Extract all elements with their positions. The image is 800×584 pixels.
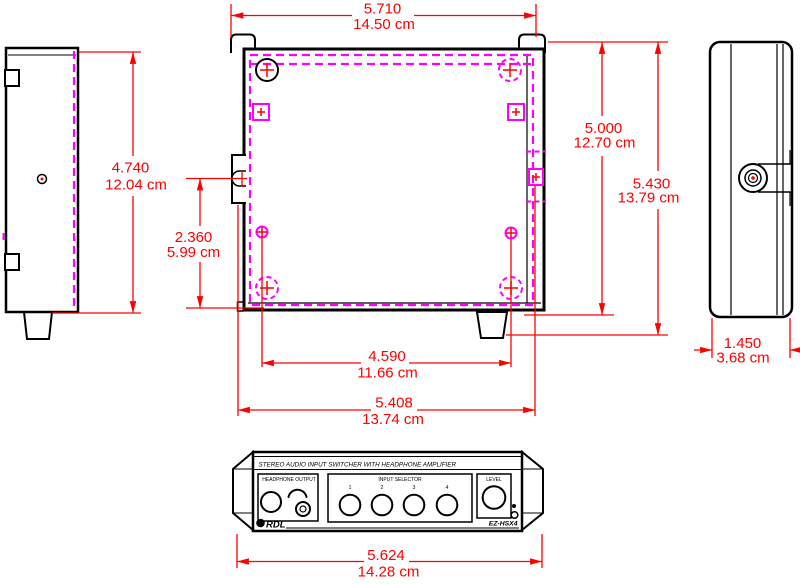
- dim-value-cm: 13.74 cm: [362, 411, 424, 428]
- right-side-view: [708, 40, 794, 319]
- dim-value-cm: 5.99 cm: [167, 244, 220, 261]
- front-view: STEREO AUDIO INPUT SWITCHER WITH HEADPHO…: [232, 449, 544, 533]
- selector-button-2[interactable]: [370, 493, 394, 517]
- mini-jack-outer: [295, 501, 311, 517]
- hinge-center-point: [751, 176, 755, 180]
- dim-top-width: 5.710 14.50 cm: [230, 1, 668, 43]
- pilot-hole-right: [504, 226, 518, 240]
- dim-value-in: 5.624: [367, 547, 405, 564]
- crosshair-icon: [257, 108, 265, 116]
- brand-logo-dot: [256, 518, 265, 528]
- dim-hole-span: 4.590 11.66 cm: [261, 238, 512, 382]
- dim-value-cm: 11.66 cm: [357, 365, 418, 382]
- trim-hole: [510, 510, 519, 520]
- rear-notch-bottom: [4, 253, 20, 271]
- selector-button-1[interactable]: [338, 493, 362, 517]
- crosshair-icon: [503, 63, 517, 77]
- headphone-section-label: HEADPHONE OUTPUT: [262, 477, 316, 483]
- selector-button-4[interactable]: [435, 493, 459, 517]
- dim-value-in: 5.430: [633, 176, 671, 193]
- dim-tab-offset: 2.360 5.99 cm: [167, 171, 264, 309]
- hinge-boss-inner: [747, 172, 759, 184]
- hidden-tab-slot-right: [528, 168, 544, 186]
- dim-value-cm: 13.79 cm: [618, 190, 680, 207]
- channel-1-label: 1: [349, 485, 352, 491]
- crosshair-icon: [532, 173, 540, 181]
- rear-notch-top: [4, 69, 20, 87]
- rubber-foot: [22, 311, 54, 340]
- crosshair-icon: [512, 108, 520, 116]
- selector-section-label: INPUT SELECTOR: [378, 477, 422, 483]
- crosshair-icon: [260, 63, 274, 77]
- top-view: [230, 33, 546, 339]
- channel-3-label: 3: [413, 485, 416, 491]
- dim-left-height: 4.740 12.04 cm: [52, 51, 167, 314]
- hidden-square-hole-left: [252, 103, 270, 121]
- selector-section-box: [327, 473, 473, 523]
- mini-jack-inner: [299, 505, 307, 513]
- side-screw-center: [40, 177, 44, 181]
- hidden-square-hole-right: [507, 103, 525, 121]
- headphones-icon: [287, 488, 308, 498]
- dim-value-cm: 12.04 cm: [105, 177, 167, 194]
- dimensions: 5.710 14.50 cm 4.740 12.04 cm 2.360 5.99…: [52, 1, 800, 581]
- selector-button-3[interactable]: [402, 493, 426, 517]
- hidden-panel-outline: [248, 53, 535, 307]
- model-number-text: EZ-HSX4: [489, 521, 518, 528]
- dim-value-in: 5.000: [585, 120, 623, 137]
- rubber-foot: [475, 311, 509, 339]
- chassis-outline: [242, 47, 546, 312]
- channel-4-label: 4: [446, 485, 449, 491]
- dim-value-cm: 12.70 cm: [574, 135, 636, 152]
- side-screw-hole: [36, 173, 48, 185]
- channel-2-label: 2: [381, 485, 384, 491]
- power-led: [512, 504, 516, 508]
- pilot-hole-left: [255, 225, 269, 239]
- dim-value-in: 5.710: [364, 1, 402, 18]
- mounting-hole-top-left: [255, 58, 279, 82]
- panel-banner-text: STEREO AUDIO INPUT SWITCHER WITH HEADPHO…: [259, 462, 457, 469]
- dim-value-cm: 3.68 cm: [716, 350, 769, 367]
- dim-depth: 1.450 3.68 cm: [694, 318, 800, 367]
- hidden-mounting-hole-top-right: [498, 58, 522, 82]
- hidden-mounting-hole-bottom-left: [255, 276, 279, 300]
- dim-body-height: 5.000 12.70 cm: [524, 42, 636, 316]
- dim-overall-height: 5.430 13.79 cm: [506, 42, 680, 336]
- level-knob[interactable]: [481, 485, 507, 510]
- mount-ear-left: [232, 449, 254, 533]
- dim-front-width: 5.624 14.28 cm: [236, 534, 543, 581]
- dim-value-in: 5.408: [375, 395, 413, 412]
- mount-ear-right: [521, 449, 544, 533]
- hinge-boss-outer: [738, 163, 768, 193]
- crosshair-icon: [506, 228, 516, 238]
- hinge-boss-mid: [744, 169, 762, 187]
- dim-value-in: 4.740: [112, 160, 150, 177]
- dim-body-width: 5.408 13.74 cm: [237, 186, 536, 428]
- quarter-inch-jack: [260, 491, 282, 513]
- left-side-view: [2, 46, 80, 340]
- dim-value-in: 1.450: [724, 335, 762, 352]
- brand-logo-text: RDL: [266, 520, 286, 531]
- crosshair-icon: [257, 227, 267, 237]
- dim-value-cm: 14.50 cm: [353, 16, 415, 33]
- level-section-label: LEVEL: [486, 477, 502, 483]
- side-cover-outline: [708, 40, 794, 319]
- dim-value-in: 2.360: [175, 229, 213, 246]
- dim-value-in: 4.590: [368, 348, 406, 365]
- dim-value-cm: 14.28 cm: [358, 564, 420, 581]
